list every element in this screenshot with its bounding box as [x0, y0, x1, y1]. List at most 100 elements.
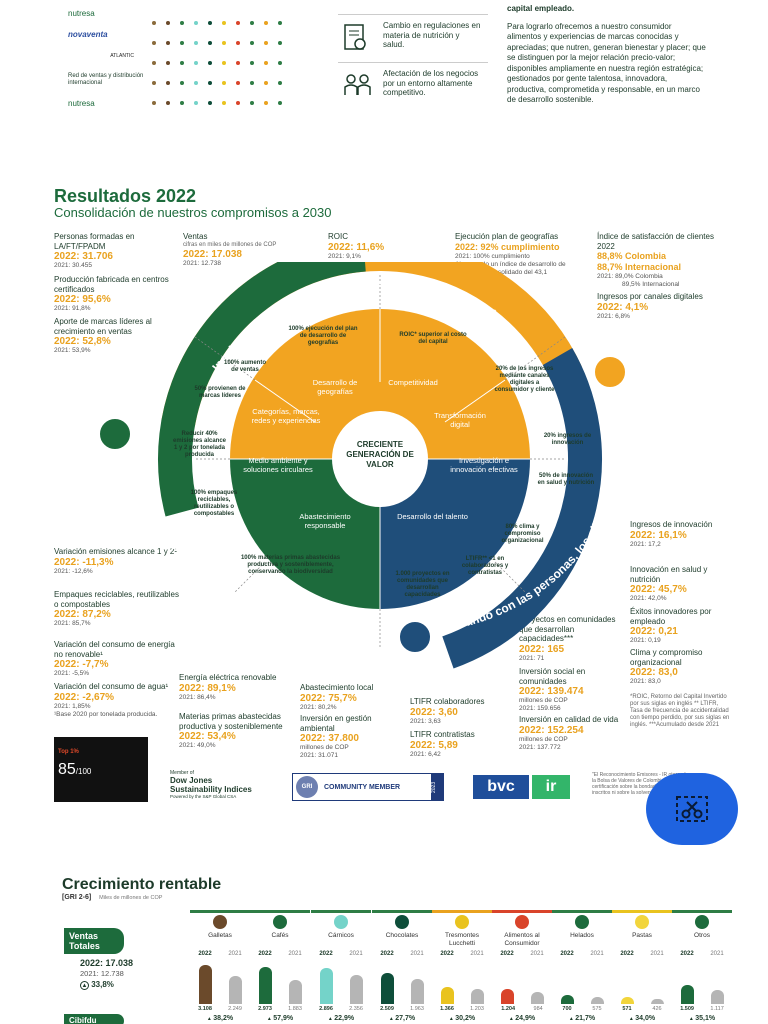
- year-labels: 2022 2021: [250, 951, 310, 957]
- kpi-label: Ejecución plan de geografías: [455, 232, 559, 241]
- category-name: Cárnicos: [328, 932, 354, 939]
- sp-score: 85/100: [58, 761, 144, 779]
- kpi-energia-no-renovable: Variación del consumo de energía no reno…: [54, 640, 179, 678]
- category-name: Pastas: [632, 932, 652, 939]
- value-2021: 426: [652, 1006, 662, 1012]
- up-arrow-icon: ▲: [568, 1016, 576, 1022]
- kpi-sub: millones de COP: [300, 744, 349, 751]
- target-materias-primas: 100% materias primas abastecidas product…: [240, 555, 341, 575]
- category-icon: [575, 915, 589, 929]
- strategy-paragraph: capital empleado. Para lograrlo ofrecemo…: [507, 4, 707, 106]
- year-2022: 2022: [500, 951, 514, 957]
- seg-abastecimiento: Abastecimiento responsable: [299, 512, 351, 530]
- kpi-value-2022: 2022: 16,1%: [630, 529, 687, 541]
- category-icon: [695, 915, 709, 929]
- category-icon: [213, 915, 227, 929]
- year-2022: 2022: [198, 951, 212, 957]
- sp-score-value: 85: [58, 761, 76, 778]
- growth-value: ▲ 35,1%: [672, 1015, 732, 1022]
- kpi-label: Variación del consumo de agua¹: [54, 682, 169, 691]
- ventas-growth: ▲ 33,8%: [80, 980, 114, 990]
- djsi-powered: Powered by the S&P Global CSA: [170, 794, 237, 799]
- kpi-value-2021: 2021: 71: [519, 654, 545, 662]
- kpi-label: Inversión en gestión ambiental: [300, 714, 372, 733]
- kpi-ltifr-contratistas: LTIFR contratistas 2022: 5,89 2021: 6,42: [410, 730, 510, 759]
- category-name: Tresmontes Lucchetti: [444, 932, 480, 947]
- results-subtitle: Consolidación de nuestros compromisos a …: [54, 205, 332, 220]
- target-geografias: 100% ejecución del plan de desarrollo de…: [288, 326, 358, 346]
- crecimiento-title: Crecimiento rentable: [62, 876, 222, 893]
- sp-badge-top: Top 1%: [58, 749, 79, 755]
- seg-medio-ambiente: Medio ambiente y soluciones circulares: [243, 456, 313, 474]
- kpi-value-2021: 2021: 9,1%: [328, 252, 361, 260]
- category-icon: [395, 915, 409, 929]
- year-2021: 2021: [288, 951, 302, 957]
- kpi-inversion-social: Inversión social en comunidades 2022: 13…: [519, 667, 624, 713]
- kpi-value-2021-colombia: 2021: 89,0% Colombia: [597, 273, 663, 280]
- risk-text-competition: Afectación de los negocios por un entorn…: [383, 69, 479, 97]
- kpi-label: Variación del consumo de energía no reno…: [54, 640, 175, 659]
- kpi-value-2022: 2022: 75,7%: [300, 692, 357, 704]
- bar-2021: [470, 988, 484, 1004]
- value-2022: 1.366: [440, 1006, 454, 1012]
- target-roic: ROIC* superior al costo del capital: [399, 332, 467, 345]
- crecimiento-gri: [GRI 2-6]: [62, 894, 92, 901]
- brand-nutresa-logo-2: nutresa: [68, 99, 95, 108]
- year-2022: 2022: [258, 951, 272, 957]
- djsi-title: Dow Jones: [170, 776, 213, 785]
- kpi-value-2021: 2021: 17,2: [630, 540, 661, 548]
- ventas-totales-badge: Ventas Totales: [64, 928, 124, 954]
- kpi-emisiones: Variación emisiones alcance 1 y 2¹ 2022:…: [54, 547, 179, 576]
- kpi-value-2021: 2021: 0,19: [630, 637, 661, 644]
- value-2022: 2.896: [319, 1006, 333, 1012]
- kpi-value-2022: 2022: 139.474: [519, 686, 584, 697]
- kpi-label: Innovación en salud y nutrición: [630, 565, 708, 584]
- kpi-value-2022: 2022: 152.254: [519, 724, 584, 736]
- year-2021: 2021: [590, 951, 604, 957]
- kpi-label: Inversión en calidad de vida: [519, 715, 619, 724]
- kpi-value-2021: 2021: 80,2%: [300, 703, 337, 711]
- kpi-value-2021: 2021: 1,85%: [54, 702, 91, 710]
- kpi-value-2021: 2021: 12.738: [183, 259, 221, 267]
- bar-2022: [440, 986, 454, 1004]
- category-name: Galletas: [208, 932, 232, 939]
- strategy-wheel: Inspirando el desarrollo, el crecimiento…: [85, 262, 633, 672]
- growth-value: ▲ 30,2%: [432, 1015, 492, 1022]
- kpi-note: ¹Base 2020 por tonelada producida.: [54, 710, 158, 718]
- risk-text-regulation: Cambio en regulaciones en materia de nut…: [383, 21, 481, 49]
- value-2021: 984: [533, 1006, 543, 1012]
- kpi-calidad-vida: Inversión en calidad de vida 2022: 152.2…: [519, 715, 624, 752]
- kpi-clima-organizacional: Clima y compromiso organizacional 2022: …: [630, 648, 730, 686]
- bar-2021: [349, 974, 363, 1004]
- brand-dot-matrix: [152, 12, 332, 112]
- kpi-personas-formadas: Personas formadas en LA/FT/FPADM 2022: 3…: [54, 232, 179, 270]
- gri-badge: GRI COMMUNITY MEMBER 2023: [292, 773, 444, 801]
- risk-item-regulation: Cambio en regulaciones en materia de nut…: [338, 14, 488, 59]
- growth-pct: 57,9%: [273, 1015, 294, 1022]
- kpi-value-2022: 2022: 95,6%: [54, 294, 111, 305]
- screenshot-edit-button[interactable]: [646, 773, 738, 845]
- kpi-label: Personas formadas en LA/FT/FPADM: [54, 232, 135, 251]
- up-arrow-icon: ▲: [327, 1016, 335, 1022]
- kpi-value-2021: 2021: 3,63: [410, 717, 441, 725]
- kpi-value-2022: 2022: 11,6%: [328, 241, 385, 253]
- kpi-label: Variación emisiones alcance 1 y 2¹: [54, 547, 178, 556]
- seg-competitividad: Competitividad: [388, 378, 438, 387]
- up-arrow-icon: ▲: [206, 1016, 214, 1022]
- growth-pct: 21,7%: [575, 1015, 596, 1022]
- up-arrow-icon: ▲: [266, 1016, 274, 1022]
- kpi-sub: millones de COP: [519, 735, 568, 743]
- value-2022: 3.108: [198, 1006, 212, 1012]
- para-top-line: capital empleado.: [507, 4, 575, 13]
- category-name: Alimentos al Consumidor: [504, 932, 540, 947]
- year-2021: 2021: [650, 951, 664, 957]
- target-ventas: 100% aumento de ventas: [223, 360, 266, 373]
- value-2022: 700: [562, 1006, 572, 1012]
